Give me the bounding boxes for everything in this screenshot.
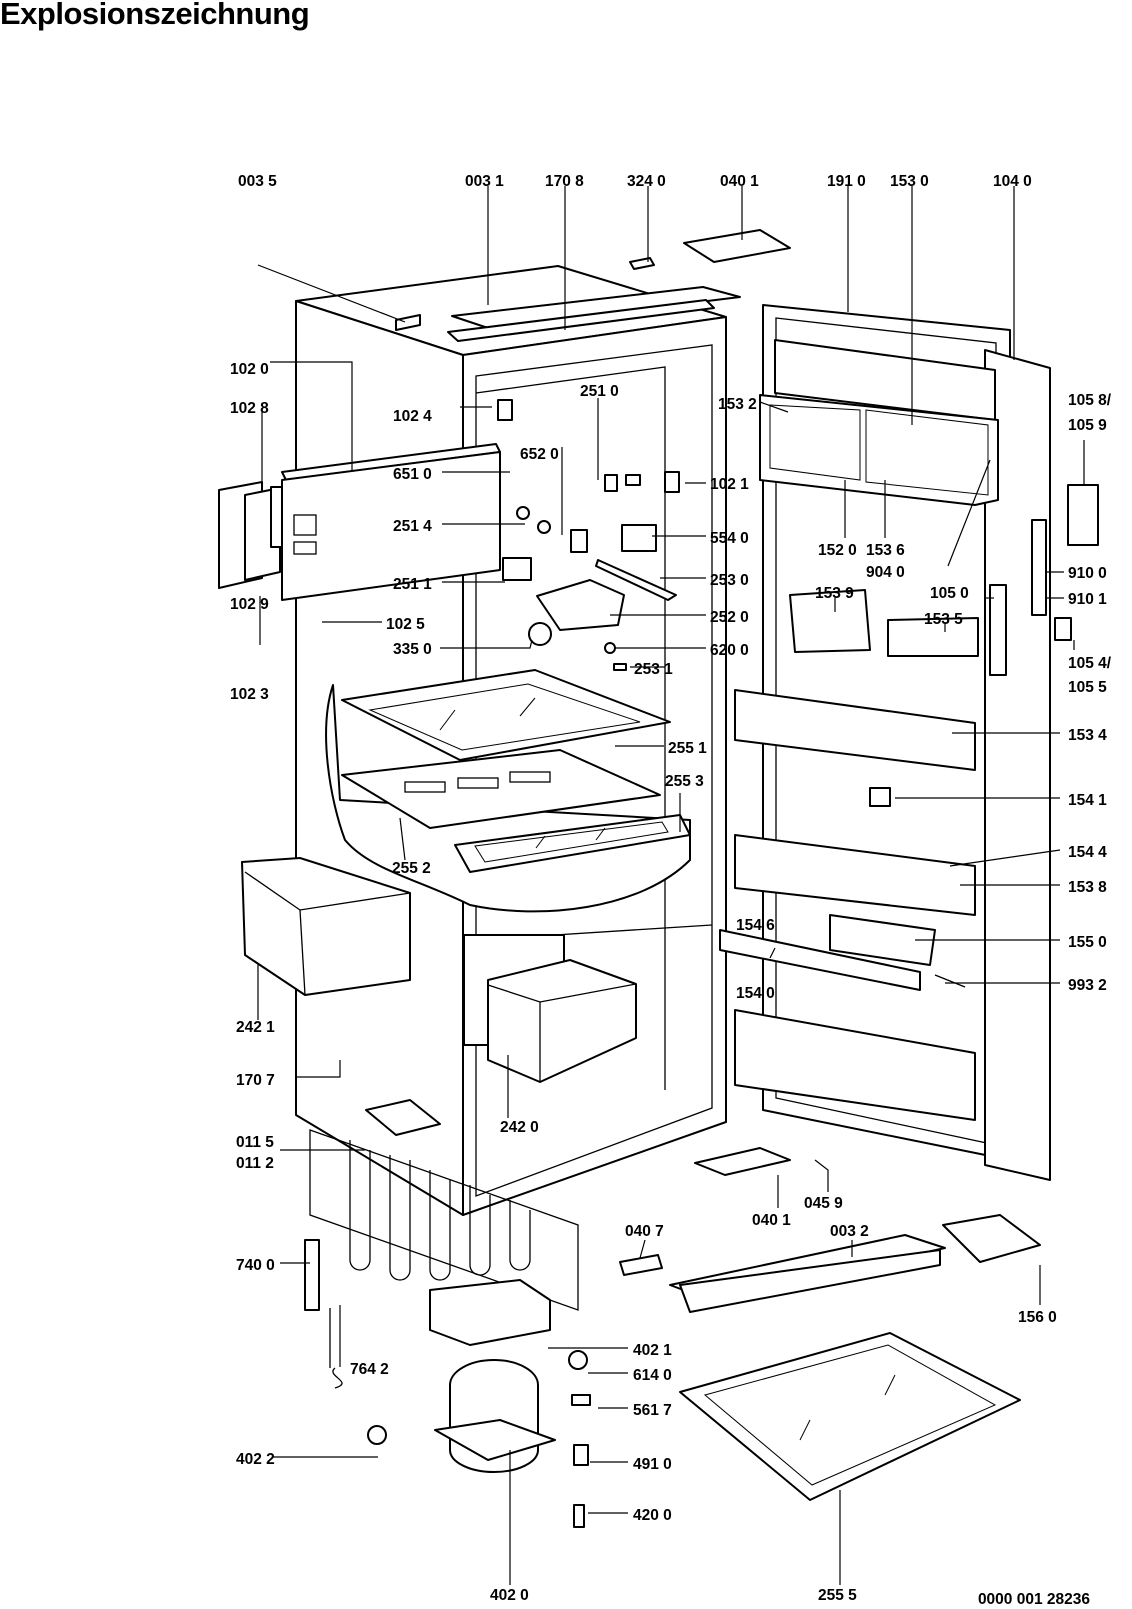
label-153-5: 153 5	[924, 611, 963, 628]
label-011-2: 011 2	[236, 1155, 274, 1172]
label-253-1: 253 1	[634, 661, 673, 678]
label-620-0: 620 0	[710, 642, 749, 659]
label-251-0: 251 0	[580, 383, 619, 400]
label-153-2: 153 2	[718, 396, 757, 413]
label-170-7: 170 7	[236, 1072, 275, 1089]
label-045-9: 045 9	[804, 1195, 843, 1212]
label-153-4: 153 4	[1068, 727, 1107, 744]
label-614-0: 614 0	[633, 1367, 672, 1384]
vegetable-drawer-part	[241, 857, 637, 1083]
label-102-4: 102 4	[393, 408, 432, 425]
label-251-4: 251 4	[393, 518, 432, 535]
label-242-1: 242 1	[236, 1019, 275, 1036]
label-910-1: 910 1	[1068, 591, 1107, 608]
label-154-6: 154 6	[736, 917, 775, 934]
label-652-0: 652 0	[520, 446, 559, 463]
label-102-9: 102 9	[230, 596, 269, 613]
label-554-0: 554 0	[710, 530, 749, 547]
label-105-9: 105 9	[1068, 417, 1107, 434]
label-242-0: 242 0	[500, 1119, 539, 1136]
label-910-0: 910 0	[1068, 565, 1107, 582]
label-102-1: 102 1	[710, 476, 749, 493]
part-labels: 003 5 003 1 170 8 324 0 040 1 191 0 153 …	[230, 173, 1112, 1604]
label-105-0: 105 0	[930, 585, 969, 602]
label-255-2: 255 2	[392, 860, 431, 877]
label-102-0: 102 0	[230, 361, 269, 378]
label-155-0: 155 0	[1068, 934, 1107, 951]
label-255-3: 255 3	[665, 773, 704, 790]
label-561-7: 561 7	[633, 1402, 672, 1419]
label-040-1-bottom: 040 1	[752, 1212, 791, 1229]
label-153-8: 153 8	[1068, 879, 1107, 896]
label-402-0: 402 0	[490, 1587, 529, 1604]
label-764-2: 764 2	[350, 1361, 389, 1378]
label-104-0: 104 0	[993, 173, 1032, 190]
label-402-1: 402 1	[633, 1342, 672, 1359]
label-993-2: 993 2	[1068, 977, 1107, 994]
label-324-0: 324 0	[627, 173, 666, 190]
thermostat-and-light-part	[497, 399, 680, 671]
label-105-4: 105 4/	[1068, 655, 1112, 672]
label-153-0: 153 0	[890, 173, 929, 190]
label-154-0: 154 0	[736, 985, 775, 1002]
label-252-0: 252 0	[710, 609, 749, 626]
label-191-0: 191 0	[827, 173, 866, 190]
document-number: 0000 001 28236	[977, 1591, 1090, 1608]
bottom-parts	[395, 229, 1041, 1501]
glass-shelf-part	[341, 669, 691, 873]
label-402-2: 402 2	[236, 1451, 275, 1468]
label-255-1: 255 1	[668, 740, 707, 757]
label-251-1: 251 1	[393, 576, 432, 593]
label-153-9: 153 9	[815, 585, 854, 602]
label-102-5: 102 5	[386, 616, 425, 633]
freezer-door-part	[218, 443, 501, 601]
label-105-5: 105 5	[1068, 679, 1107, 696]
label-154-1: 154 1	[1068, 792, 1107, 809]
compressor-icon	[367, 1279, 591, 1528]
label-156-0: 156 0	[1018, 1309, 1057, 1326]
label-003-5: 003 5	[238, 173, 277, 190]
label-105-8: 105 8/	[1068, 392, 1112, 409]
label-420-0: 420 0	[633, 1507, 672, 1524]
label-170-8: 170 8	[545, 173, 584, 190]
label-152-0: 152 0	[818, 542, 857, 559]
label-153-6: 153 6	[866, 542, 905, 559]
label-491-0: 491 0	[633, 1456, 672, 1473]
label-102-8: 102 8	[230, 400, 269, 417]
label-040-1-top: 040 1	[720, 173, 759, 190]
label-253-0: 253 0	[710, 572, 749, 589]
fridge-door-icon	[719, 304, 1099, 1181]
label-154-4: 154 4	[1068, 844, 1107, 861]
label-102-3: 102 3	[230, 686, 269, 703]
label-651-0: 651 0	[393, 466, 432, 483]
label-003-1: 003 1	[465, 173, 504, 190]
condenser-part	[304, 1099, 579, 1389]
page-title: Explosionszeichnung	[0, 0, 310, 31]
label-003-2: 003 2	[830, 1223, 869, 1240]
label-011-5: 011 5	[236, 1134, 274, 1151]
label-904-0: 904 0	[866, 564, 905, 581]
label-040-7: 040 7	[625, 1223, 664, 1240]
leader-lines	[257, 186, 1085, 1585]
label-335-0: 335 0	[393, 641, 432, 658]
label-255-5: 255 5	[818, 1587, 857, 1604]
label-740-0: 740 0	[236, 1257, 275, 1274]
